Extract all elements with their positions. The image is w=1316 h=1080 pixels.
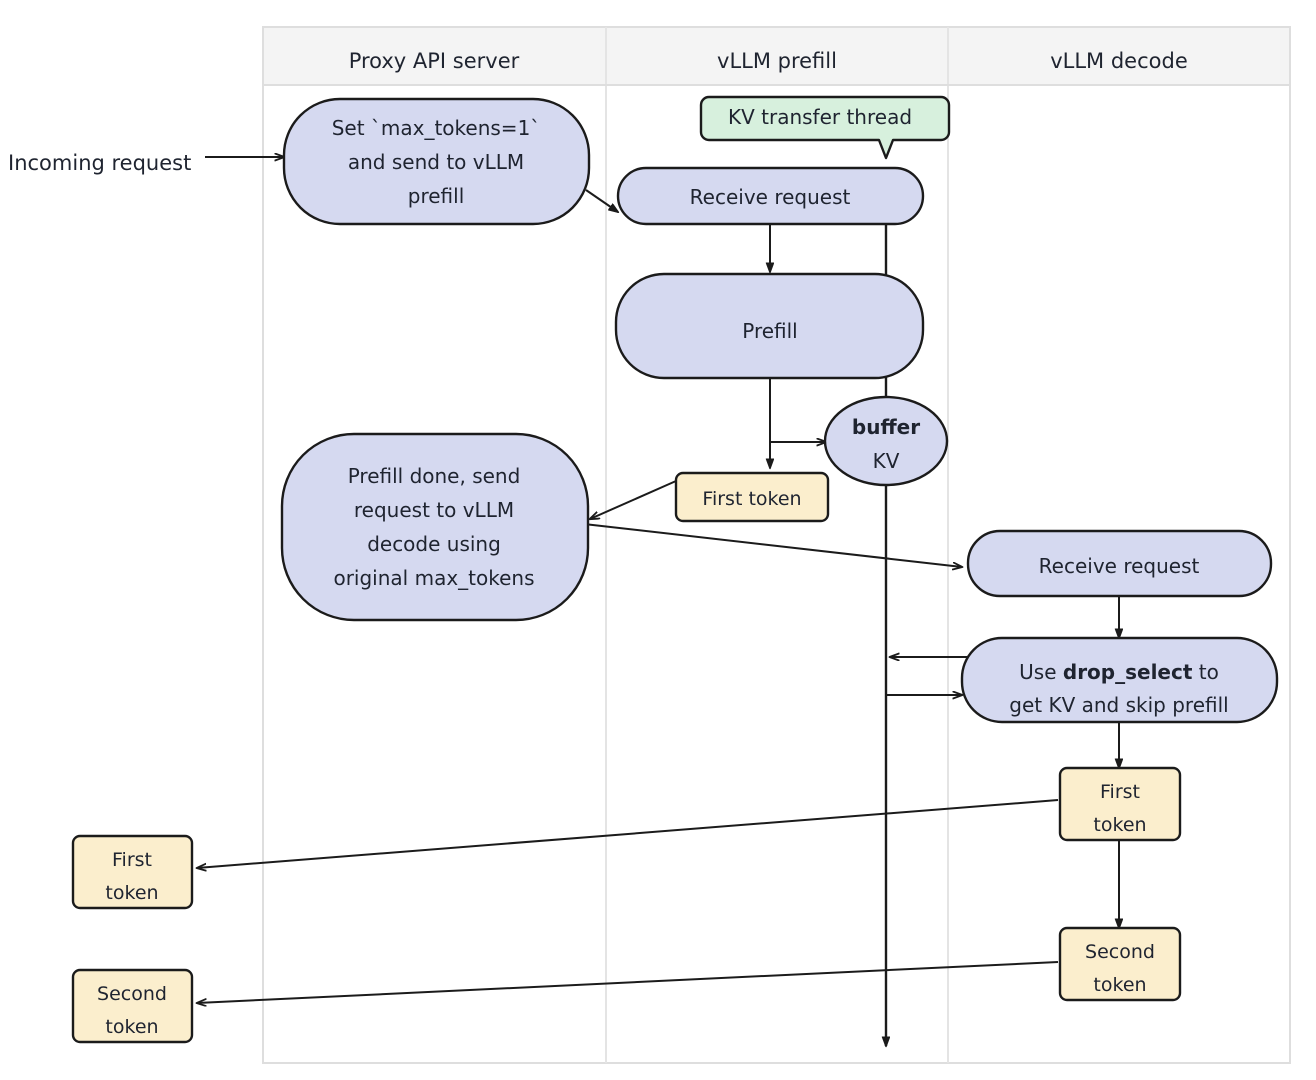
node-prefill-done-line2: request to vLLM: [354, 498, 514, 522]
node-proxy-first-token-line2: token: [105, 882, 158, 904]
node-decode-first-token[interactable]: First token: [1058, 766, 1182, 842]
node-set-max-tokens-line2: and send to vLLM: [348, 150, 524, 174]
incoming-request-label: Incoming request: [8, 151, 191, 175]
node-proxy-second-token[interactable]: Second token: [71, 968, 194, 1044]
node-drop-select-keyword: drop_select: [1063, 660, 1193, 684]
edge-decode-first-to-proxy-first: [197, 799, 1059, 868]
lane-header-decode: vLLM decode: [1050, 49, 1188, 73]
node-proxy-second-token-line1: Second: [97, 983, 167, 1005]
node-prefill-done-line4: original max_tokens: [333, 566, 534, 590]
edge-prefill-done-to-decode-receive: [583, 523, 962, 567]
node-drop-select[interactable]: Use drop_select to get KV and skip prefi…: [960, 636, 1279, 724]
node-buffer-kv-line1: buffer: [852, 415, 920, 439]
lane-header-prefill: vLLM prefill: [717, 49, 837, 73]
node-drop-select-suffix: to: [1192, 660, 1218, 684]
node-prefill-done-line3: decode using: [367, 532, 501, 556]
node-decode-second-token-line1: Second: [1085, 941, 1155, 963]
node-drop-select-prefix: Use: [1019, 660, 1063, 684]
node-kv-transfer-thread-label: KV transfer thread: [728, 105, 912, 129]
lane-header-proxy: Proxy API server: [349, 49, 520, 73]
node-set-max-tokens[interactable]: Set `max_tokens=1` and send to vLLM pref…: [282, 97, 591, 226]
node-prefill-receive-request[interactable]: Receive request: [616, 166, 925, 226]
node-prefill-first-token-label: First token: [702, 488, 801, 510]
node-drop-select-line2: get KV and skip prefill: [1009, 693, 1228, 717]
node-proxy-first-token[interactable]: First token: [71, 834, 194, 910]
node-set-max-tokens-line3: prefill: [408, 184, 465, 208]
node-prefill[interactable]: Prefill: [614, 272, 925, 380]
node-buffer-kv-line2: KV: [873, 449, 900, 473]
node-decode-second-token-line2: token: [1093, 974, 1146, 996]
node-drop-select-line1: Use drop_select to: [1019, 660, 1219, 684]
node-prefill-done-line1: Prefill done, send: [348, 464, 521, 488]
node-proxy-second-token-line2: token: [105, 1016, 158, 1038]
edge-first-token-to-prefill-done: [590, 480, 677, 519]
node-set-max-tokens-line1: Set `max_tokens=1`: [332, 116, 541, 140]
edge-decode-second-to-proxy-second: [197, 961, 1059, 1003]
node-decode-receive-request-label: Receive request: [1039, 554, 1200, 578]
node-prefill-receive-request-label: Receive request: [690, 185, 851, 209]
node-prefill-first-token[interactable]: First token: [674, 471, 830, 523]
node-prefill-done[interactable]: Prefill done, send request to vLLM decod…: [280, 432, 590, 622]
node-kv-transfer-thread[interactable]: KV transfer thread: [699, 95, 951, 160]
node-decode-receive-request[interactable]: Receive request: [966, 529, 1273, 598]
node-decode-second-token[interactable]: Second token: [1058, 926, 1182, 1002]
node-prefill-label: Prefill: [742, 319, 798, 343]
edge-setmax-to-receive: [585, 189, 618, 212]
node-buffer-kv[interactable]: buffer KV: [823, 395, 949, 487]
node-proxy-first-token-line1: First: [112, 849, 152, 871]
node-decode-first-token-line2: token: [1093, 814, 1146, 836]
node-decode-first-token-line1: First: [1100, 781, 1140, 803]
